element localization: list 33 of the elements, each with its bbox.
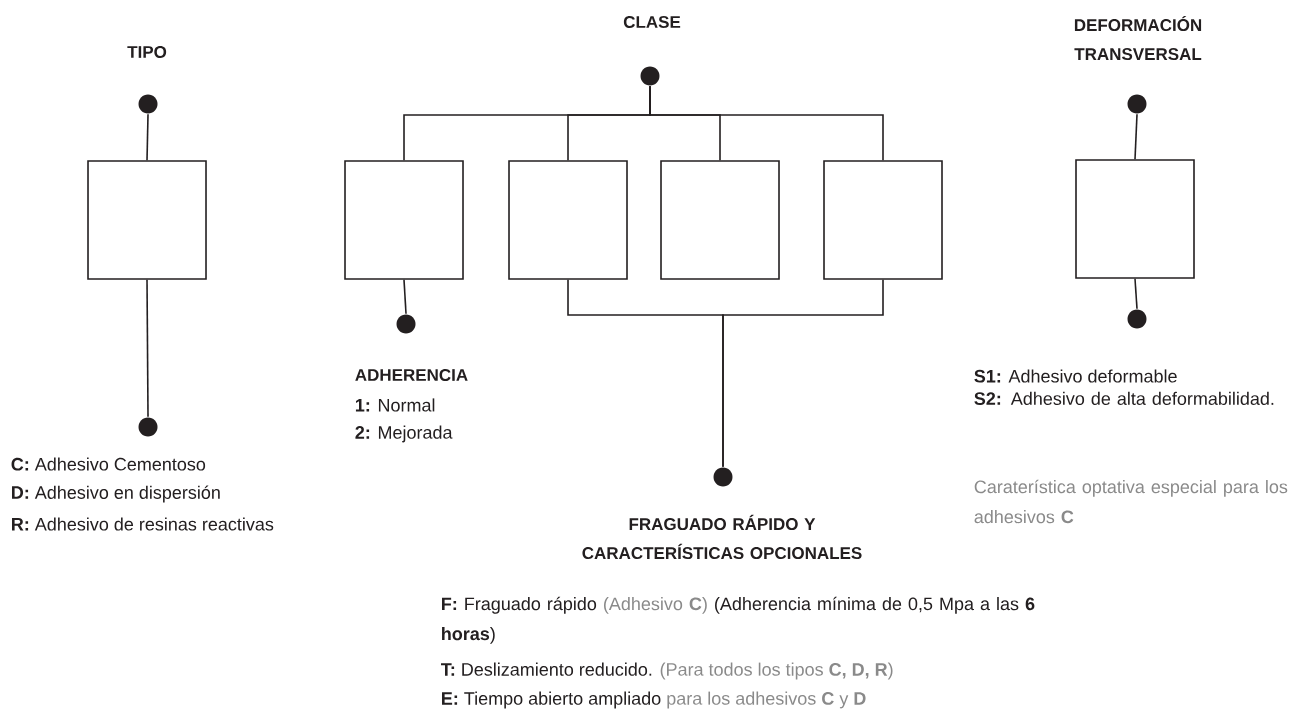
connector-line	[403, 279, 407, 315]
connector-line	[146, 113, 149, 161]
connector-line	[146, 279, 149, 418]
label: horas)	[442, 627, 495, 644]
label: F: Fraguado rápido	[442, 596, 597, 614]
connector-dot	[138, 94, 158, 114]
connector-dot	[713, 467, 733, 487]
empty-box	[823, 160, 943, 280]
connector-line	[649, 85, 884, 161]
note-text: Caraterística optativa especial para los adhesivos C	[974, 479, 1288, 524]
list-item: D: Adhesivo en dispersión	[12, 485, 220, 503]
empty-box	[508, 160, 628, 280]
empty-box	[1075, 159, 1195, 279]
empty-box	[87, 160, 207, 280]
list-item: R: Adhesivo de resinas reactivas	[12, 517, 274, 531]
connector-dot	[640, 66, 660, 86]
label: (Adhesivo C)	[604, 597, 707, 614]
list-item: F: Fraguado rápido (Adhesivo C) (Adherencia mínima de 0,5 Mpa a las 6 horas)	[442, 596, 1035, 644]
list-item: E: Tiempo abierto ampliado para los adhesivos C y D	[442, 691, 866, 709]
list-item: 1: Normal	[355, 398, 435, 412]
empty-box	[660, 160, 780, 280]
connector-dot	[396, 314, 416, 334]
connector-dot	[1127, 94, 1147, 114]
connector-dot	[1127, 309, 1147, 329]
list-item: 2: Mejorada	[355, 425, 453, 443]
connector-line	[722, 279, 884, 468]
empty-box	[344, 160, 464, 280]
label: (Adherencia mínima de 0,5 Mpa a las 6	[715, 596, 1035, 614]
connector-line	[1134, 278, 1138, 310]
connector-dot	[138, 417, 158, 437]
list-item: S2: Adhesivo de alta deformabilidad.	[974, 391, 1274, 405]
list-item: T: Deslizamiento reducido. (Para todos los tipos C, D, R)	[441, 662, 893, 680]
connector-line	[1134, 113, 1138, 160]
